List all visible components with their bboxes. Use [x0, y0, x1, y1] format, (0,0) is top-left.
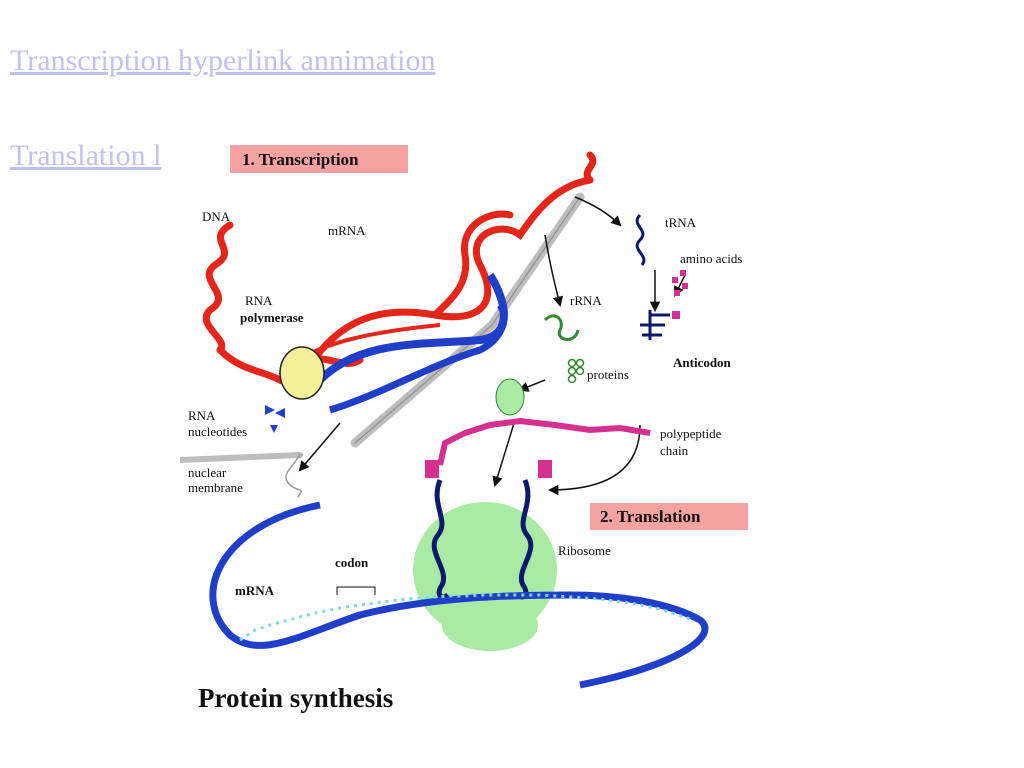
transcription-header: 1. Transcription: [230, 145, 408, 173]
label-mrna-top: mRNA: [328, 223, 366, 238]
rna-nucleotides: [265, 405, 285, 433]
charged-trna: [640, 310, 670, 340]
translation-header-text: 2. Translation: [600, 507, 701, 526]
amino-acids: [672, 270, 688, 319]
label-trna: tRNA: [665, 215, 697, 230]
label-rna-polymerase-line2: polymerase: [240, 310, 304, 325]
label-ribosome: Ribosome: [558, 543, 611, 558]
label-amino-acids: amino acids: [680, 251, 742, 266]
ribosome: [413, 502, 557, 651]
label-dna: DNA: [202, 209, 231, 224]
label-anticodon: Anticodon: [673, 355, 732, 370]
label-rna-nucleotides-line2: nucleotides: [188, 424, 247, 439]
label-nuclear-membrane-line1: nuclear: [188, 465, 227, 480]
translation-animation-link[interactable]: Translation l: [10, 139, 162, 172]
codon-bracket: [336, 586, 376, 595]
trna-molecule: [635, 213, 646, 266]
transcription-header-text: 1. Transcription: [242, 150, 359, 169]
label-rna-polymerase-line1: RNA: [245, 293, 273, 308]
label-nuclear-membrane-line2: membrane: [188, 480, 243, 495]
rrna-molecule: [543, 314, 580, 341]
transcription-animation-link[interactable]: Transcription hyperlink annimation: [10, 44, 436, 77]
label-mrna-bottom: mRNA: [235, 583, 275, 598]
protein-synthesis-diagram: 1. Transcription: [180, 145, 748, 713]
ribosome-subunit: [495, 378, 525, 416]
label-rrna: rRNA: [570, 293, 602, 308]
label-rna-nucleotides-line1: RNA: [188, 408, 216, 423]
protein-dots: [567, 358, 585, 384]
label-polypeptide-line1: polypeptide: [660, 426, 722, 441]
diagram-title: Protein synthesis: [198, 683, 393, 713]
label-codon: codon: [335, 555, 369, 570]
nuclear-membrane: [180, 192, 585, 498]
label-proteins: proteins: [587, 367, 629, 382]
polypeptide-chain: [425, 417, 651, 478]
rna-polymerase: [279, 346, 325, 400]
process-arrows: [298, 196, 686, 496]
mrna-bottom-strand: [209, 501, 709, 689]
label-polypeptide-line2: chain: [660, 443, 689, 458]
translation-header: 2. Translation: [590, 503, 748, 530]
